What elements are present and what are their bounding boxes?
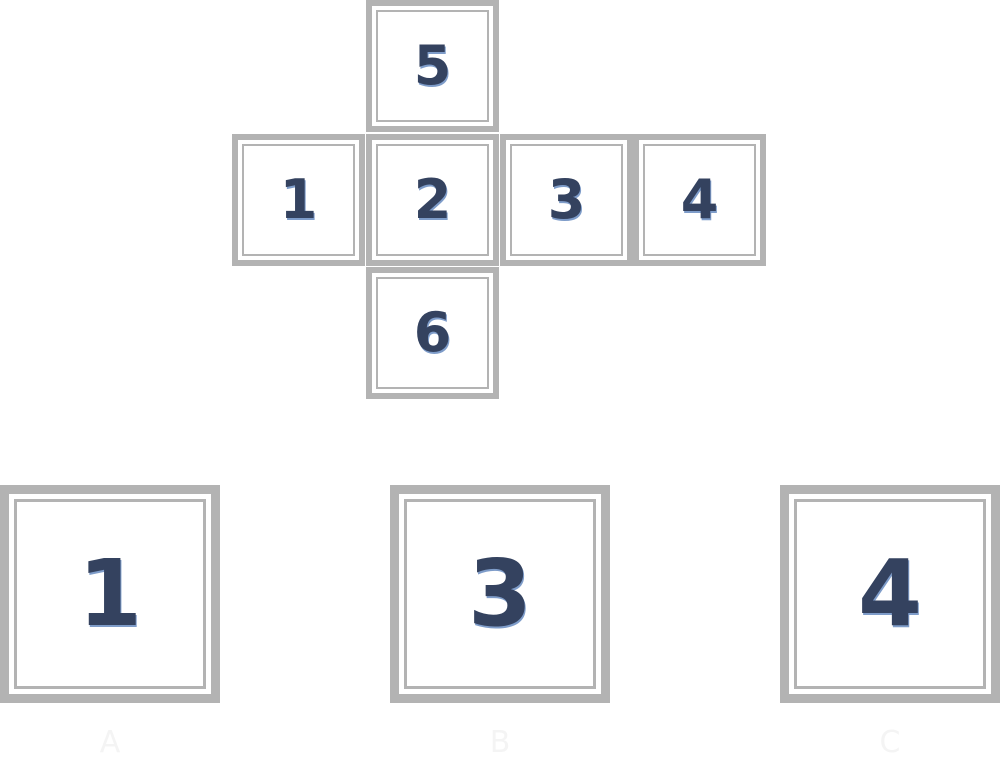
- net-face-right: 3: [500, 134, 633, 266]
- option-c-frame: 4: [794, 499, 986, 689]
- net-face-left-frame: 1: [242, 144, 355, 256]
- option-a-frame: 1: [14, 499, 206, 689]
- net-face-top: 5: [366, 0, 499, 132]
- net-face-left: 1: [232, 134, 365, 266]
- net-face-number: 3: [547, 168, 586, 231]
- option-b-number: 3: [467, 540, 532, 647]
- option-a-label: A: [99, 725, 121, 760]
- option-a-tile[interactable]: 1: [0, 485, 220, 703]
- option-c-tile[interactable]: 4: [780, 485, 1000, 703]
- option-c-number: 4: [857, 540, 922, 647]
- option-b-label: B: [489, 725, 511, 760]
- option-b-frame: 3: [404, 499, 596, 689]
- net-face-center-frame: 2: [376, 144, 489, 256]
- net-face-number: 4: [680, 168, 719, 231]
- option-c-label: C: [879, 725, 901, 760]
- net-face-number: 2: [413, 168, 452, 231]
- net-face-top-frame: 5: [376, 10, 489, 122]
- net-face-far-right: 4: [633, 134, 766, 266]
- option-b-tile[interactable]: 3: [390, 485, 610, 703]
- net-face-number: 1: [279, 168, 318, 231]
- net-face-bottom: 6: [366, 267, 499, 399]
- net-face-center: 2: [366, 134, 499, 266]
- option-a-number: 1: [77, 540, 142, 647]
- net-face-far-right-frame: 4: [643, 144, 756, 256]
- net-face-number: 5: [413, 34, 452, 97]
- net-face-bottom-frame: 6: [376, 277, 489, 389]
- net-face-right-frame: 3: [510, 144, 623, 256]
- net-face-number: 6: [413, 301, 452, 364]
